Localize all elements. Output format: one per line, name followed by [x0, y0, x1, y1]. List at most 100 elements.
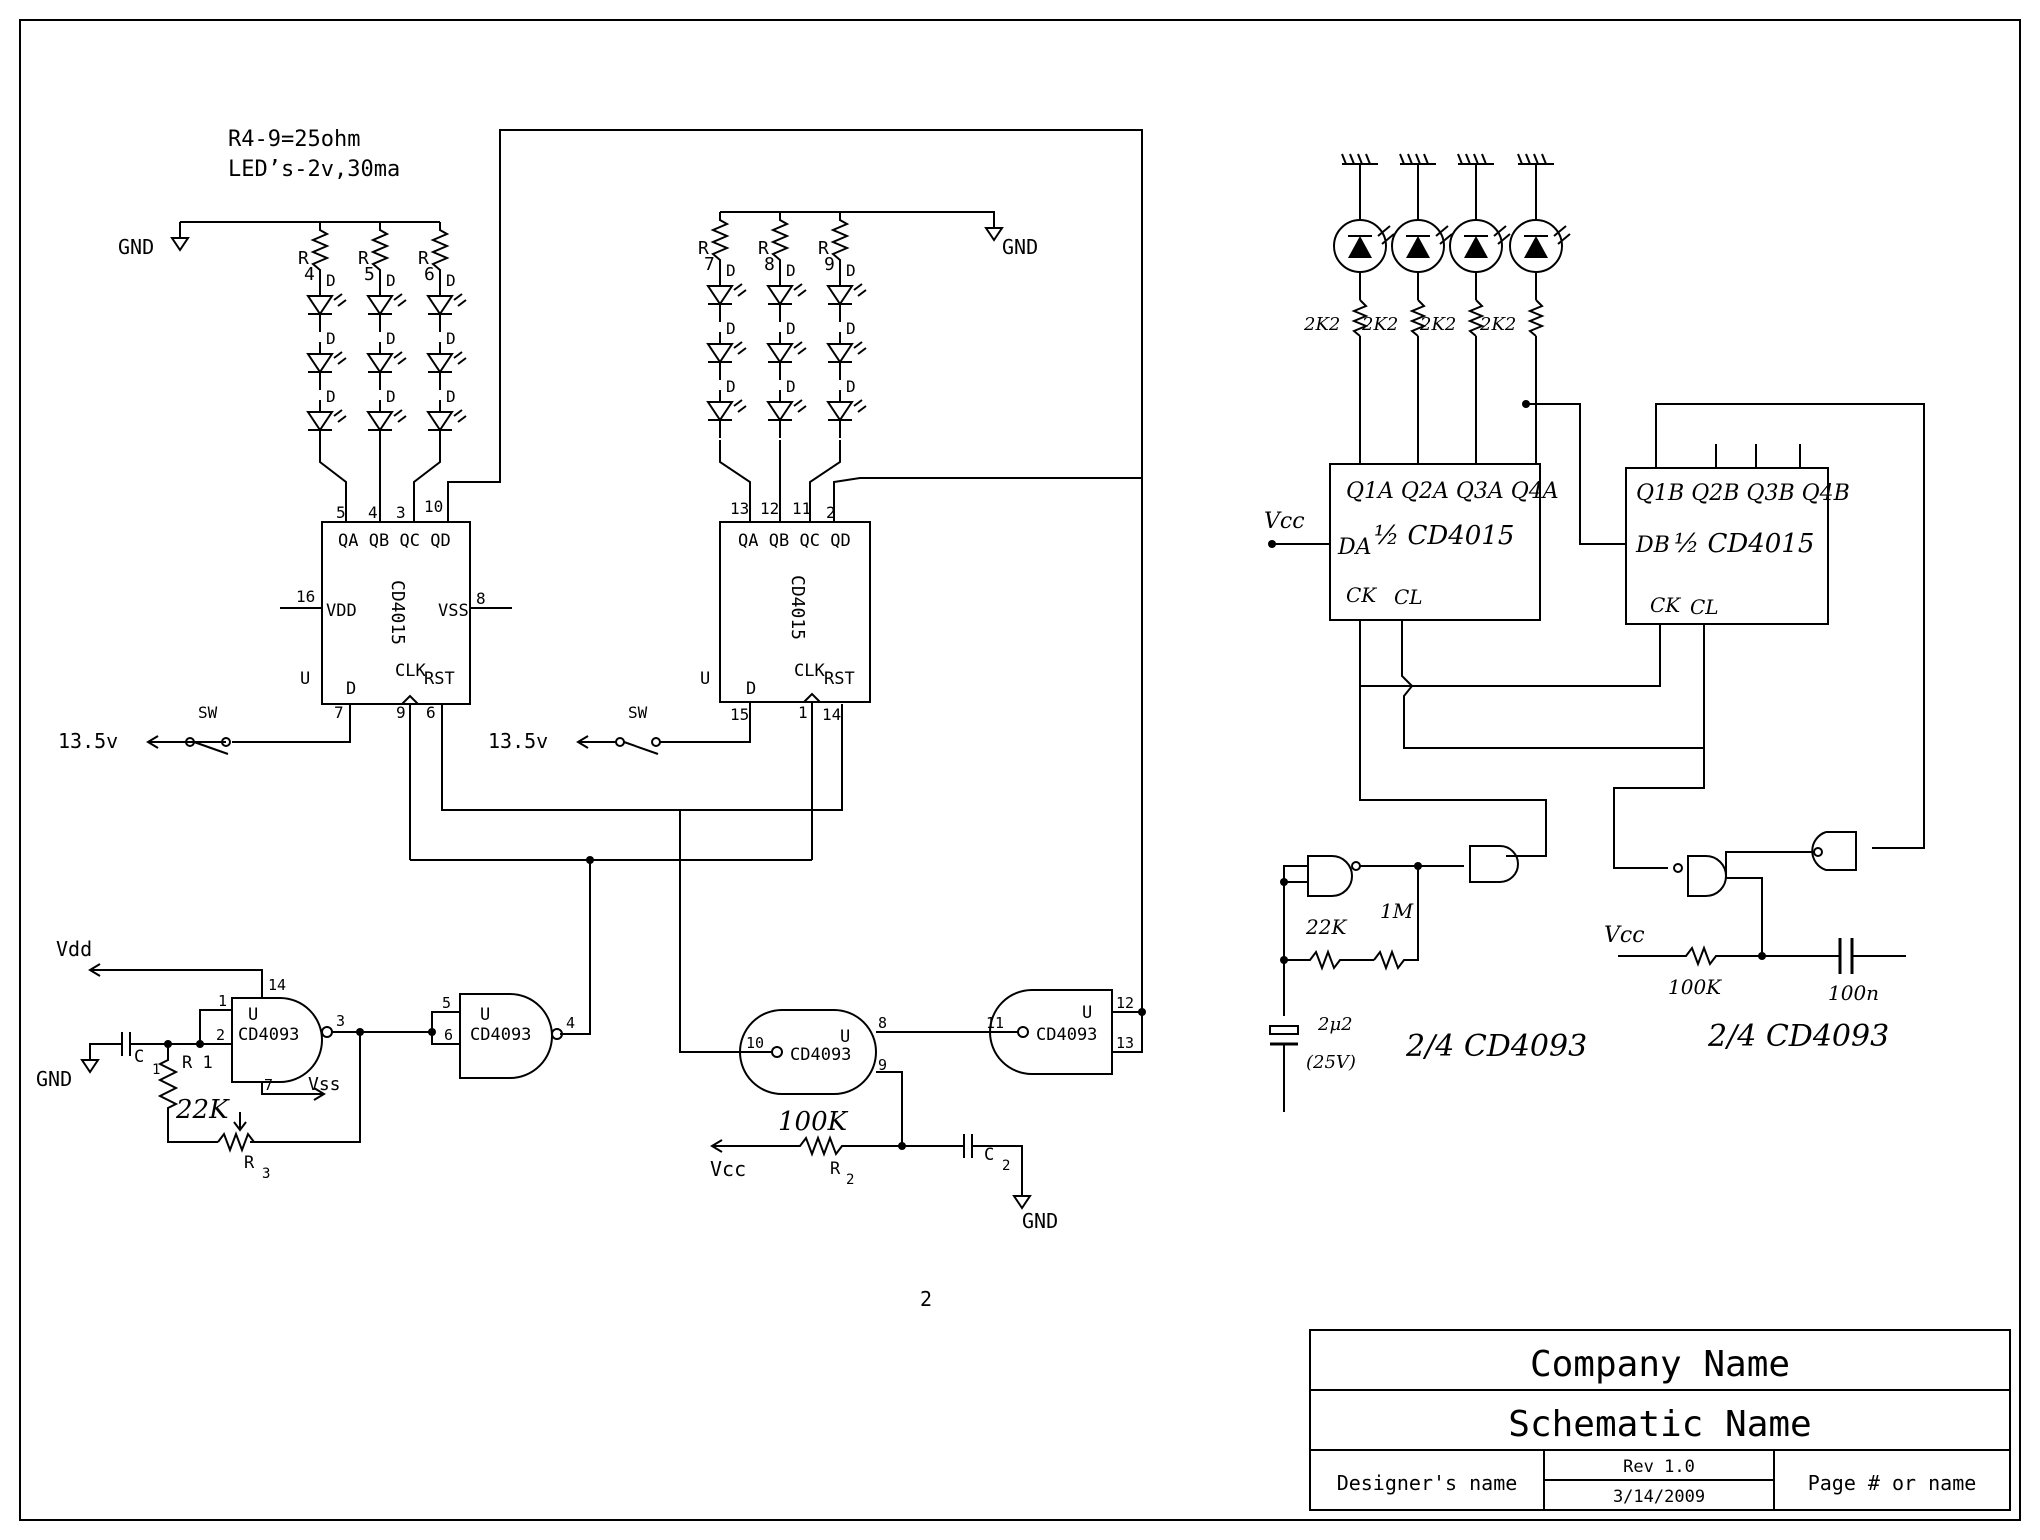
- g2-u: U: [480, 1005, 490, 1025]
- page-marker: 2: [920, 1287, 932, 1311]
- led: [306, 411, 334, 432]
- right-cd4015-outputs: QA QB QC QD: [738, 531, 851, 551]
- led: [826, 401, 854, 422]
- title-block: Company Name Schematic Name Designer's n…: [1309, 1329, 2011, 1511]
- led-label: D: [786, 261, 796, 280]
- led-label: D: [326, 387, 336, 406]
- resistor-ref: R: [418, 248, 429, 269]
- led: [366, 353, 394, 374]
- led-label: D: [386, 271, 396, 290]
- vss-label: Vss: [308, 1074, 341, 1095]
- title-page: Page # or name: [1808, 1471, 1977, 1495]
- right-u: U: [700, 669, 710, 689]
- led-label: D: [726, 377, 736, 396]
- supply-label-left: 13.5v: [58, 729, 118, 753]
- left-clk-pin: CLK: [395, 661, 426, 681]
- pin-3: 3: [396, 503, 406, 522]
- left-d-pin: D: [346, 679, 356, 699]
- led: [826, 285, 854, 306]
- sketch-chip-a-d: DA: [1337, 535, 1372, 560]
- led: [706, 343, 734, 364]
- clock-bus: [410, 810, 812, 1053]
- right-rst-pin: RST: [824, 669, 855, 689]
- g4-chip: CD4093: [1036, 1025, 1097, 1045]
- gnd-label-right: GND: [1002, 235, 1038, 259]
- led-label: D: [846, 319, 856, 338]
- g4-pin13: 13: [1116, 1034, 1134, 1052]
- g1-pin14: 14: [268, 976, 286, 994]
- right-clk-pin: CLK: [794, 661, 825, 681]
- c1-label: C: [134, 1047, 144, 1067]
- led-label: D: [326, 329, 336, 348]
- sketch-chip-b-title: ½ CD4015: [1674, 529, 1814, 559]
- pin-9: 9: [396, 703, 406, 722]
- gnd-label-c1: GND: [36, 1067, 72, 1091]
- sketch-resistor: [1467, 299, 1485, 337]
- left-rst-pin: RST: [424, 669, 455, 689]
- sketch-chip-a-title: ½ CD4015: [1374, 521, 1514, 551]
- g4-pin11: 11: [986, 1014, 1004, 1032]
- led: [826, 343, 854, 364]
- led-label: D: [326, 271, 336, 290]
- pin-13: 13: [730, 499, 749, 518]
- r1-label: R 1: [182, 1053, 213, 1073]
- note-led-rating: LED’s-2v,30ma: [228, 157, 400, 182]
- left-cd4015-title: CD4015: [387, 580, 408, 645]
- resistor-ref: R: [758, 238, 769, 259]
- gate-2: U CD4093 5 6 4: [431, 993, 575, 1079]
- g2-chip: CD4093: [470, 1025, 531, 1045]
- resistor: [830, 212, 850, 274]
- led: [426, 353, 454, 374]
- note-resistor-values: R4-9=25ohm: [228, 127, 360, 152]
- led-label: D: [846, 377, 856, 396]
- pin-12: 12: [760, 499, 779, 518]
- g2-pin6: 6: [444, 1026, 453, 1044]
- resistor: [310, 222, 330, 284]
- led: [366, 411, 394, 432]
- sketch-gate-label-left: 2/4 CD4093: [1405, 1029, 1587, 1064]
- pin-1: 1: [798, 703, 808, 722]
- led: [766, 343, 794, 364]
- resistor: [430, 222, 450, 284]
- sketch-resistor-value: 2K2: [1303, 314, 1340, 335]
- resistor-num: 5: [364, 264, 375, 285]
- pin-2: 2: [826, 503, 836, 522]
- pin-6: 6: [426, 703, 436, 722]
- sketch-chip-b-d: DB: [1635, 533, 1670, 558]
- pin-8: 8: [476, 589, 486, 608]
- r3-label: R: [244, 1153, 255, 1173]
- gate-1: U CD4093 1 2 14 Vdd 7 Vss 3 GND C 1: [36, 937, 436, 1182]
- led-label: D: [726, 319, 736, 338]
- led: [306, 353, 334, 374]
- resistor-ref: R: [818, 238, 829, 259]
- g1-pin3: 3: [336, 1012, 345, 1030]
- sketch-chip-a-ck: CK: [1346, 583, 1377, 607]
- led-label: D: [386, 329, 396, 348]
- led: [366, 295, 394, 316]
- led: [426, 411, 454, 432]
- led: [706, 285, 734, 306]
- title-date: 3/14/2009: [1613, 1487, 1705, 1507]
- resistor-ref: R: [698, 238, 709, 259]
- title-schematic: Schematic Name: [1508, 1404, 1811, 1445]
- g2-pin5: 5: [442, 994, 451, 1012]
- r2-sub: 2: [846, 1172, 854, 1188]
- sketch-resistor-value: 2K2: [1361, 314, 1398, 335]
- led-label: D: [726, 261, 736, 280]
- resistor-ref: R: [358, 248, 369, 269]
- left-vdd-pin: VDD: [326, 601, 357, 621]
- sketch-cap-volt: (25V): [1306, 1052, 1356, 1073]
- gate-4: U CD4093 11 12 13: [986, 989, 1146, 1075]
- sw-label-left: SW: [198, 703, 218, 722]
- sketch-chip-a-cl: CL: [1394, 585, 1423, 609]
- g1-pin1: 1: [218, 992, 227, 1010]
- gnd-label-left: GND: [118, 235, 154, 259]
- g3-u: U: [840, 1027, 850, 1047]
- right-d-pin: D: [746, 679, 756, 699]
- g3-pin10: 10: [746, 1034, 764, 1052]
